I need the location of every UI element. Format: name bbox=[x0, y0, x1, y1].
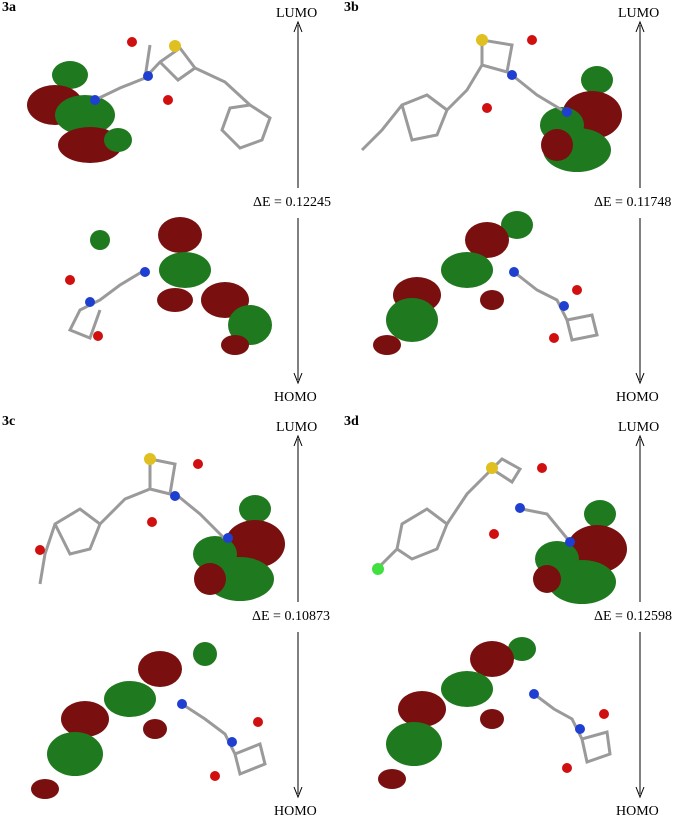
panel-3d: 3d bbox=[342, 414, 684, 827]
panel-3c: 3c bbox=[0, 414, 342, 827]
lumo-orbital bbox=[193, 495, 285, 601]
molecule-figure bbox=[360, 20, 645, 385]
panel-3a: 3a bbox=[0, 0, 342, 413]
homo-orbital bbox=[90, 217, 272, 355]
lumo-orbital bbox=[533, 500, 627, 604]
panel-label: 3d bbox=[344, 414, 359, 429]
lumo-label: LUMO bbox=[618, 420, 660, 435]
lumo-label: LUMO bbox=[276, 6, 318, 21]
molecule-figure bbox=[372, 434, 645, 799]
molecule-figure bbox=[31, 434, 303, 799]
lumo-orbital bbox=[540, 66, 622, 172]
molecule-figure bbox=[27, 20, 303, 385]
homo-label: HOMO bbox=[274, 390, 317, 405]
homo-orbital bbox=[373, 211, 533, 355]
panel-label: 3b bbox=[344, 0, 359, 15]
lumo-label: LUMO bbox=[276, 420, 318, 435]
homo-orbital bbox=[31, 642, 217, 799]
homo-label: HOMO bbox=[616, 390, 659, 405]
energy-gap: ΔE = 0.11748 bbox=[594, 195, 672, 211]
homo-label: HOMO bbox=[274, 804, 317, 819]
panel-label: 3a bbox=[2, 0, 16, 15]
homo-label: HOMO bbox=[616, 804, 659, 819]
panel-label: 3c bbox=[2, 414, 16, 429]
energy-gap: ΔE = 0.12245 bbox=[253, 195, 331, 211]
energy-gap: ΔE = 0.12598 bbox=[594, 609, 672, 625]
panel-3b: 3b bbox=[342, 0, 684, 413]
lumo-orbital bbox=[27, 61, 132, 163]
homo-orbital bbox=[378, 637, 536, 789]
lumo-label: LUMO bbox=[618, 6, 660, 21]
energy-gap: ΔE = 0.10873 bbox=[252, 609, 330, 625]
